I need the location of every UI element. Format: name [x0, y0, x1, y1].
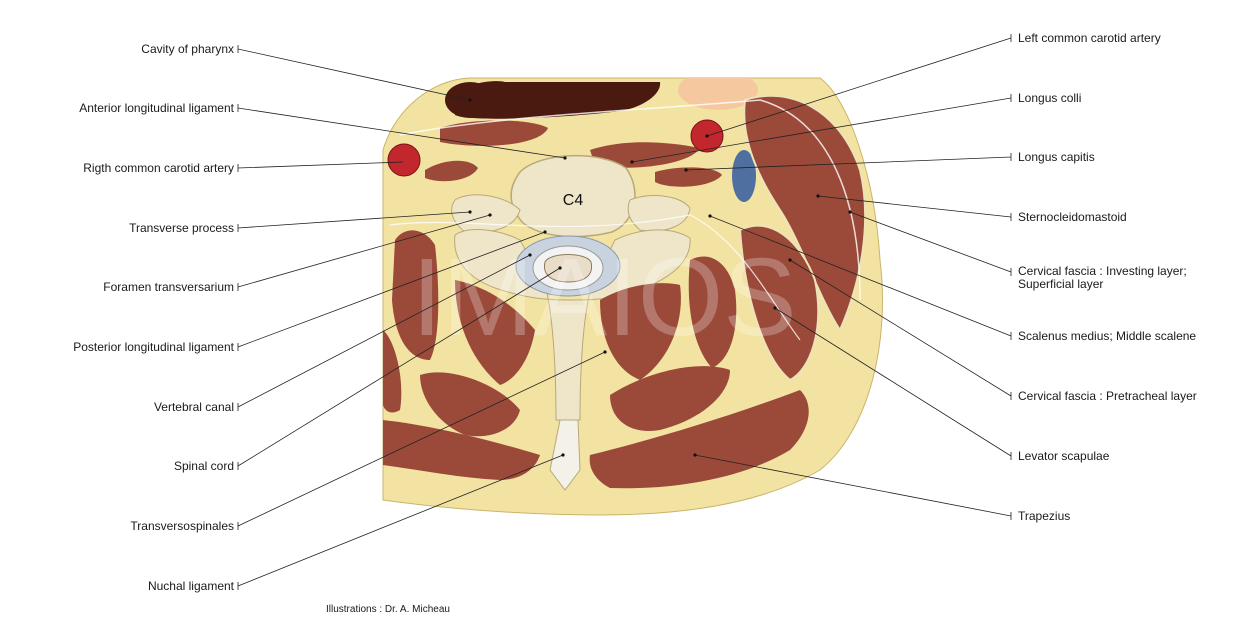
label-levator-scapulae: Levator scapulae — [1018, 449, 1110, 463]
leader-dots — [468, 98, 852, 457]
label-spinal-cord: Spinal cord — [173, 459, 234, 473]
label-cavity-of-pharynx: Cavity of pharynx — [141, 42, 234, 56]
label-foramen-transversarium: Foramen transversarium — [103, 280, 234, 294]
spinal-cord — [543, 254, 593, 283]
illustration-credit: Illustrations : Dr. A. Micheau — [326, 604, 450, 615]
label-superficial-layer: Superficial layer — [1018, 277, 1104, 291]
longus-capitis-left — [425, 160, 478, 182]
muscle-left-semispinalis — [455, 280, 535, 385]
jugular-vein — [732, 150, 756, 202]
investing-fascia — [399, 99, 861, 301]
label-longus-capitis: Longus capitis — [1018, 150, 1095, 164]
leader-lines-right — [631, 34, 1012, 520]
thyroid-tissue — [678, 78, 758, 110]
label-cervical-fascia-pretracheal: Cervical fascia : Pretracheal layer — [1018, 389, 1197, 403]
label-scalenus-medius: Scalenus medius; Middle scalene — [1018, 329, 1197, 343]
label-right-common-carotid-artery: Rigth common carotid artery — [83, 161, 234, 175]
label-anterior-longitudinal-ligament: Anterior longitudinal ligament — [79, 101, 234, 115]
label-sternocleidomastoid: Sternocleidomastoid — [1018, 210, 1127, 224]
watermark: © IMAIOS — [300, 236, 797, 359]
label-nuchal-ligament: Nuchal ligament — [147, 579, 234, 593]
longus-muscle-right — [590, 142, 700, 168]
trapezius-left — [383, 420, 540, 480]
right-carotid — [387, 143, 421, 177]
trapezius-right — [589, 390, 809, 489]
label-vertebral-canal: Vertebral canal — [153, 400, 234, 414]
vertebral-arch — [454, 229, 691, 421]
label-left-common-carotid-artery: Left common carotid artery — [1018, 31, 1161, 45]
muscle-right-splenius — [610, 366, 730, 431]
label-cervical-fascia-investing: Cervical fascia : Investing layer; — [1018, 264, 1187, 278]
nuchal-ligament — [549, 419, 581, 491]
sternocleidomastoid — [743, 94, 867, 333]
muscle-right-semispinalis — [600, 283, 681, 380]
pharynx-cavity — [455, 81, 661, 119]
pretracheal-fascia — [389, 214, 801, 341]
longus-capitis-right — [655, 167, 722, 187]
vertebra-label: C4 — [563, 192, 584, 209]
muscle-left-deep — [392, 230, 439, 360]
muscle-left-splenius — [420, 372, 520, 437]
label-longus-colli: Longus colli — [1018, 91, 1082, 105]
longus-muscle-left — [440, 120, 548, 146]
scalenus-medius — [688, 256, 737, 368]
label-posterior-longitudinal-ligament: Posterior longitudinal ligament — [73, 340, 234, 354]
label-transversospinales: Transversospinales — [130, 519, 234, 533]
levator-scapulae — [738, 224, 820, 382]
label-transverse-process: Transverse process — [129, 221, 234, 235]
label-trapezius: Trapezius — [1018, 509, 1071, 523]
leader-lines-left — [237, 45, 606, 590]
